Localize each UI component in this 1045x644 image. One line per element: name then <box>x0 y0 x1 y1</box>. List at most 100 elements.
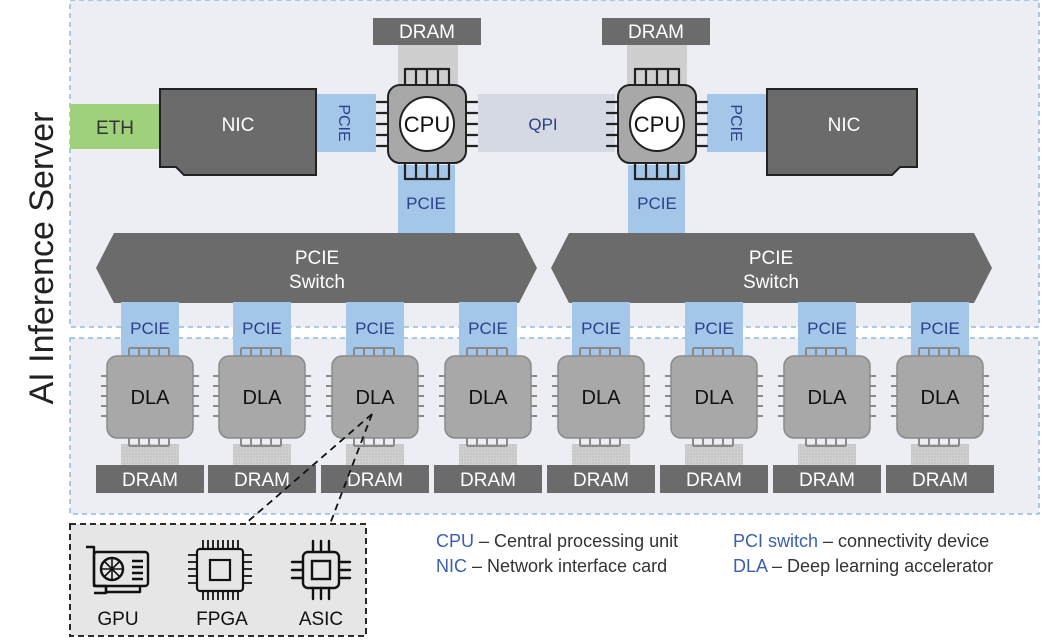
dla-dram-label: DRAM <box>347 470 403 491</box>
dla-pcie-label: PCIE <box>807 319 847 338</box>
dla-dram-block <box>886 465 994 493</box>
nic-pcie-label: PCIE <box>335 104 352 141</box>
nic-pcie-link <box>314 94 376 152</box>
nic-label: NIC <box>828 115 861 136</box>
nic-pcie-link <box>707 94 769 152</box>
legend-item-pci-switch: PCI switch – connectivity device <box>733 531 989 552</box>
zoom-line <box>329 413 373 525</box>
nic-label: NIC <box>222 115 255 136</box>
cpu-dram-block <box>373 18 481 45</box>
nic-card-left <box>159 88 317 176</box>
dla-unit: PCIE DRAM DLA <box>660 302 768 493</box>
dla-dram-label: DRAM <box>460 470 516 491</box>
legend-key: NIC <box>436 556 467 576</box>
dla-columns: PCIE DRAM DLA PCIE DRAM <box>96 302 994 493</box>
cpu-label: CPU <box>634 112 680 137</box>
legend-item-cpu: CPU – Central processing unit <box>436 531 678 552</box>
zoom-line <box>244 413 373 525</box>
cpu-switch-pcie-label: PCIE <box>637 194 677 213</box>
cpu-dram-label: DRAM <box>399 22 455 43</box>
pcie-switch-left <box>96 233 537 303</box>
dla-chip <box>331 355 419 439</box>
cpu-dram-label: DRAM <box>628 22 684 43</box>
dla-label: DLA <box>243 387 283 409</box>
dla-dram-stub <box>798 444 856 466</box>
cpu-switch-pcie-label: PCIE <box>406 194 446 213</box>
nic-card-right <box>766 88 918 176</box>
dla-chip <box>783 355 871 439</box>
dla-unit: PCIE DRAM DLA <box>96 302 204 493</box>
dla-unit: PCIE DRAM DLA <box>547 302 655 493</box>
dla-dram-stub <box>459 444 517 466</box>
cpu-chip: CPU <box>605 67 709 181</box>
dla-label: DLA <box>582 387 622 409</box>
switch-label-line1: PCIE <box>295 248 339 269</box>
dla-dram-stub <box>572 444 630 466</box>
legend-item-nic: NIC – Network interface card <box>436 556 667 577</box>
nic-pcie-label: PCIE <box>727 104 744 141</box>
dla-dram-block <box>547 465 655 493</box>
dla-dram-block <box>321 465 429 493</box>
qpi-link <box>478 94 615 152</box>
dla-pcie-label: PCIE <box>468 319 508 338</box>
legend-text: – Deep learning accelerator <box>767 556 994 576</box>
dla-dram-stub <box>685 444 743 466</box>
gpu-card-icon <box>86 545 150 595</box>
dla-dram-stub <box>911 444 969 466</box>
dla-chip <box>896 355 984 439</box>
dla-dram-stub <box>121 444 179 466</box>
legend-item-dla: DLA – Deep learning accelerator <box>733 556 993 577</box>
dla-chip <box>557 355 645 439</box>
dla-unit: PCIE DRAM DLA <box>321 302 429 493</box>
dla-dram-stub <box>346 444 404 466</box>
legend-key: DLA <box>733 556 768 576</box>
cpu-dram-block <box>602 18 710 45</box>
dla-dram-label: DRAM <box>686 470 742 491</box>
asic-chip-icon <box>290 539 352 601</box>
accelerator-label-fpga: FPGA <box>196 609 248 630</box>
dla-label: DLA <box>131 387 171 409</box>
accelerator-label-gpu: GPU <box>97 609 138 630</box>
dla-dram-label: DRAM <box>573 470 629 491</box>
dla-chip <box>670 355 758 439</box>
legend-key: CPU <box>436 531 475 551</box>
dla-unit: PCIE DRAM DLA <box>886 302 994 493</box>
dla-unit: PCIE DRAM DLA <box>773 302 881 493</box>
dla-chip <box>106 355 194 439</box>
legend-text: – Network interface card <box>467 556 668 576</box>
dla-dram-block <box>96 465 204 493</box>
diagram-title: AI Inference Server <box>23 112 61 405</box>
legend-key: PCI switch <box>733 531 819 551</box>
dla-label: DLA <box>356 387 396 409</box>
dla-dram-label: DRAM <box>234 470 290 491</box>
qpi-label: QPI <box>528 115 557 134</box>
dla-unit: PCIE DRAM DLA <box>208 302 316 493</box>
dla-label: DLA <box>921 387 961 409</box>
eth-label: ETH <box>96 118 134 139</box>
dla-pcie-label: PCIE <box>355 319 395 338</box>
dla-dram-block <box>660 465 768 493</box>
legend-text: – Central processing unit <box>474 531 679 551</box>
eth-port <box>70 104 162 149</box>
dla-pcie-label: PCIE <box>581 319 621 338</box>
dla-label: DLA <box>469 387 509 409</box>
switch-label-line2: Switch <box>289 272 345 293</box>
dla-unit: PCIE DRAM DLA <box>434 302 542 493</box>
dla-dram-block <box>434 465 542 493</box>
dla-chip <box>444 355 532 439</box>
dla-dram-label: DRAM <box>912 470 968 491</box>
legend-text: – connectivity device <box>818 531 990 551</box>
pcie-switch-right <box>551 233 992 303</box>
accelerator-label-asic: ASIC <box>299 609 343 630</box>
dla-dram-label: DRAM <box>799 470 855 491</box>
switch-label-line1: PCIE <box>749 248 793 269</box>
dla-dram-label: DRAM <box>122 470 178 491</box>
dla-label: DLA <box>808 387 848 409</box>
fpga-chip-icon <box>188 540 252 600</box>
dla-pcie-label: PCIE <box>242 319 282 338</box>
dla-pcie-label: PCIE <box>920 319 960 338</box>
dla-pcie-label: PCIE <box>130 319 170 338</box>
cpu-chip: CPU <box>375 67 479 181</box>
dla-label: DLA <box>695 387 735 409</box>
